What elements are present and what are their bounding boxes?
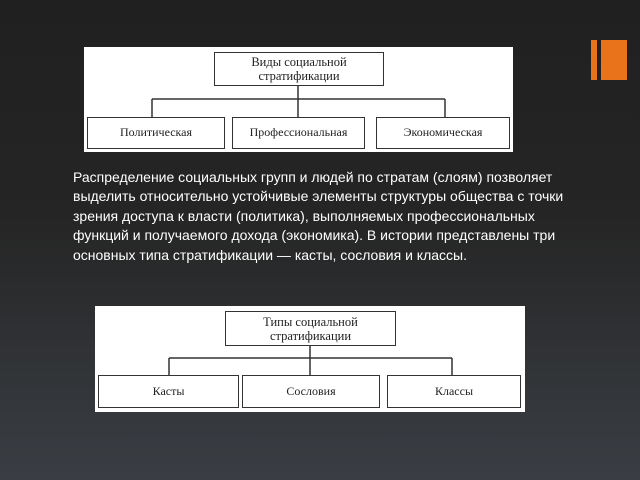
accent-bar-thin (591, 40, 597, 80)
stratification-types-diagram: Типы социальной стратификации Касты Сосл… (95, 306, 525, 412)
slide-accent-decoration (591, 40, 627, 80)
diagram-connectors (168, 345, 453, 375)
diagram-leaf-professional: Профессиональная (232, 117, 365, 149)
stratification-kinds-diagram: Виды социальной стратификации Политическ… (84, 47, 513, 152)
diagram-root-box: Типы социальной стратификации (225, 311, 396, 346)
diagram-connectors (151, 85, 446, 117)
diagram-leaf-political: Политическая (87, 117, 225, 149)
slide-paragraph: Распределение социальных групп и людей п… (73, 169, 564, 263)
diagram-leaf-castes: Касты (98, 375, 239, 408)
diagram-leaf-economic: Экономическая (376, 117, 510, 149)
diagram-leaf-classes: Классы (387, 375, 521, 408)
diagram-root-box: Виды социальной стратификации (214, 52, 384, 86)
diagram-leaf-estates: Сословия (242, 375, 380, 408)
accent-bar-thick (601, 40, 627, 80)
